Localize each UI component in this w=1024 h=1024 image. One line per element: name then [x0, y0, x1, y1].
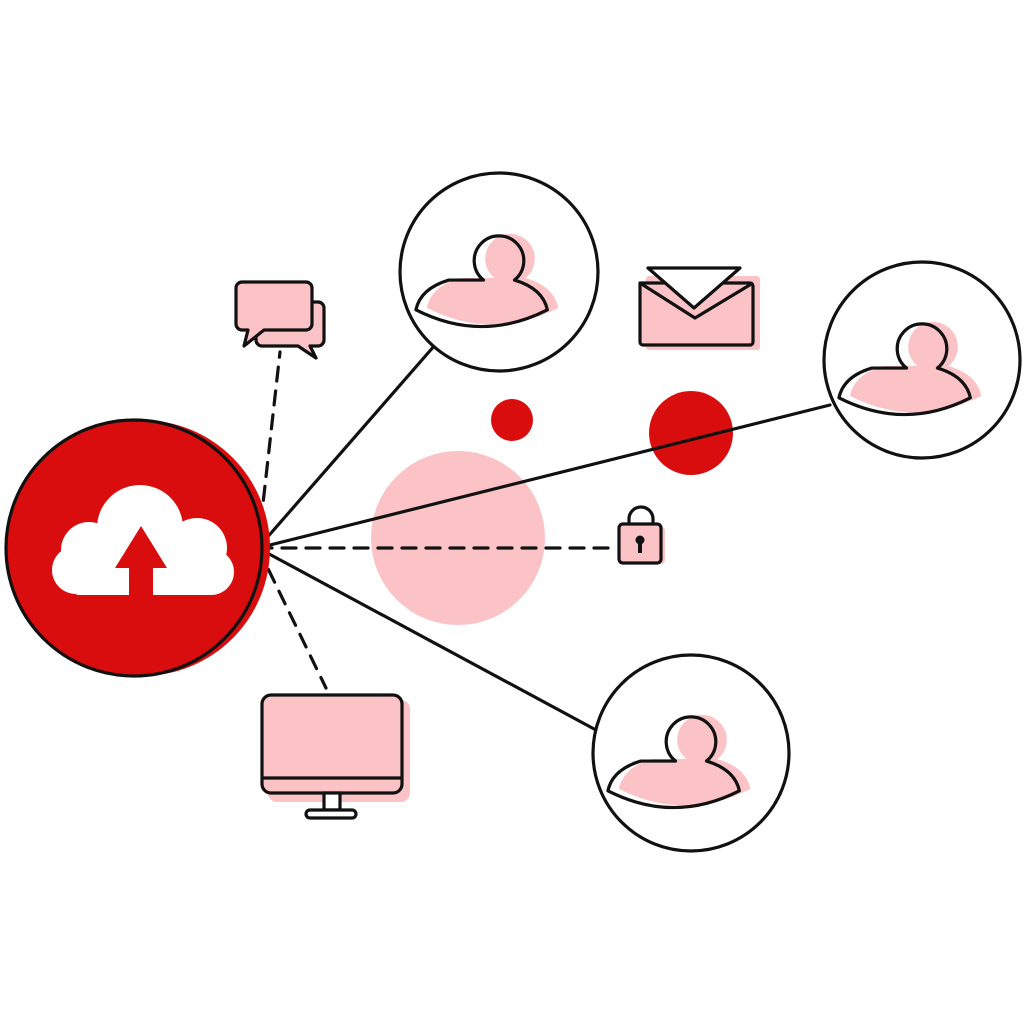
user-avatar-bottom — [591, 653, 791, 853]
dashed-link-monitor — [256, 546, 328, 690]
decorative-dots — [371, 391, 733, 625]
user-avatar-icon — [606, 714, 751, 810]
small-red-dot — [491, 399, 533, 441]
solid-link-user-top — [256, 343, 437, 550]
monitor-icon — [260, 693, 410, 820]
solid-link-user-right — [256, 403, 832, 550]
envelope-icon — [638, 266, 760, 350]
connections — [256, 343, 832, 732]
chat-bubbles-icon — [234, 280, 326, 360]
cloud-upload-icon — [52, 485, 234, 595]
user-avatar-top — [398, 171, 600, 373]
padlock-icon — [617, 505, 665, 565]
cloud-upload-hub — [4, 418, 270, 678]
upload-arrow-icon — [115, 526, 167, 595]
medium-red-dot — [649, 391, 733, 475]
solid-link-user-bottom — [256, 546, 598, 732]
user-avatar-right — [822, 260, 1022, 460]
user-avatar-icon — [414, 233, 559, 329]
large-pink-dot — [371, 451, 545, 625]
user-avatar-icon — [837, 321, 982, 417]
